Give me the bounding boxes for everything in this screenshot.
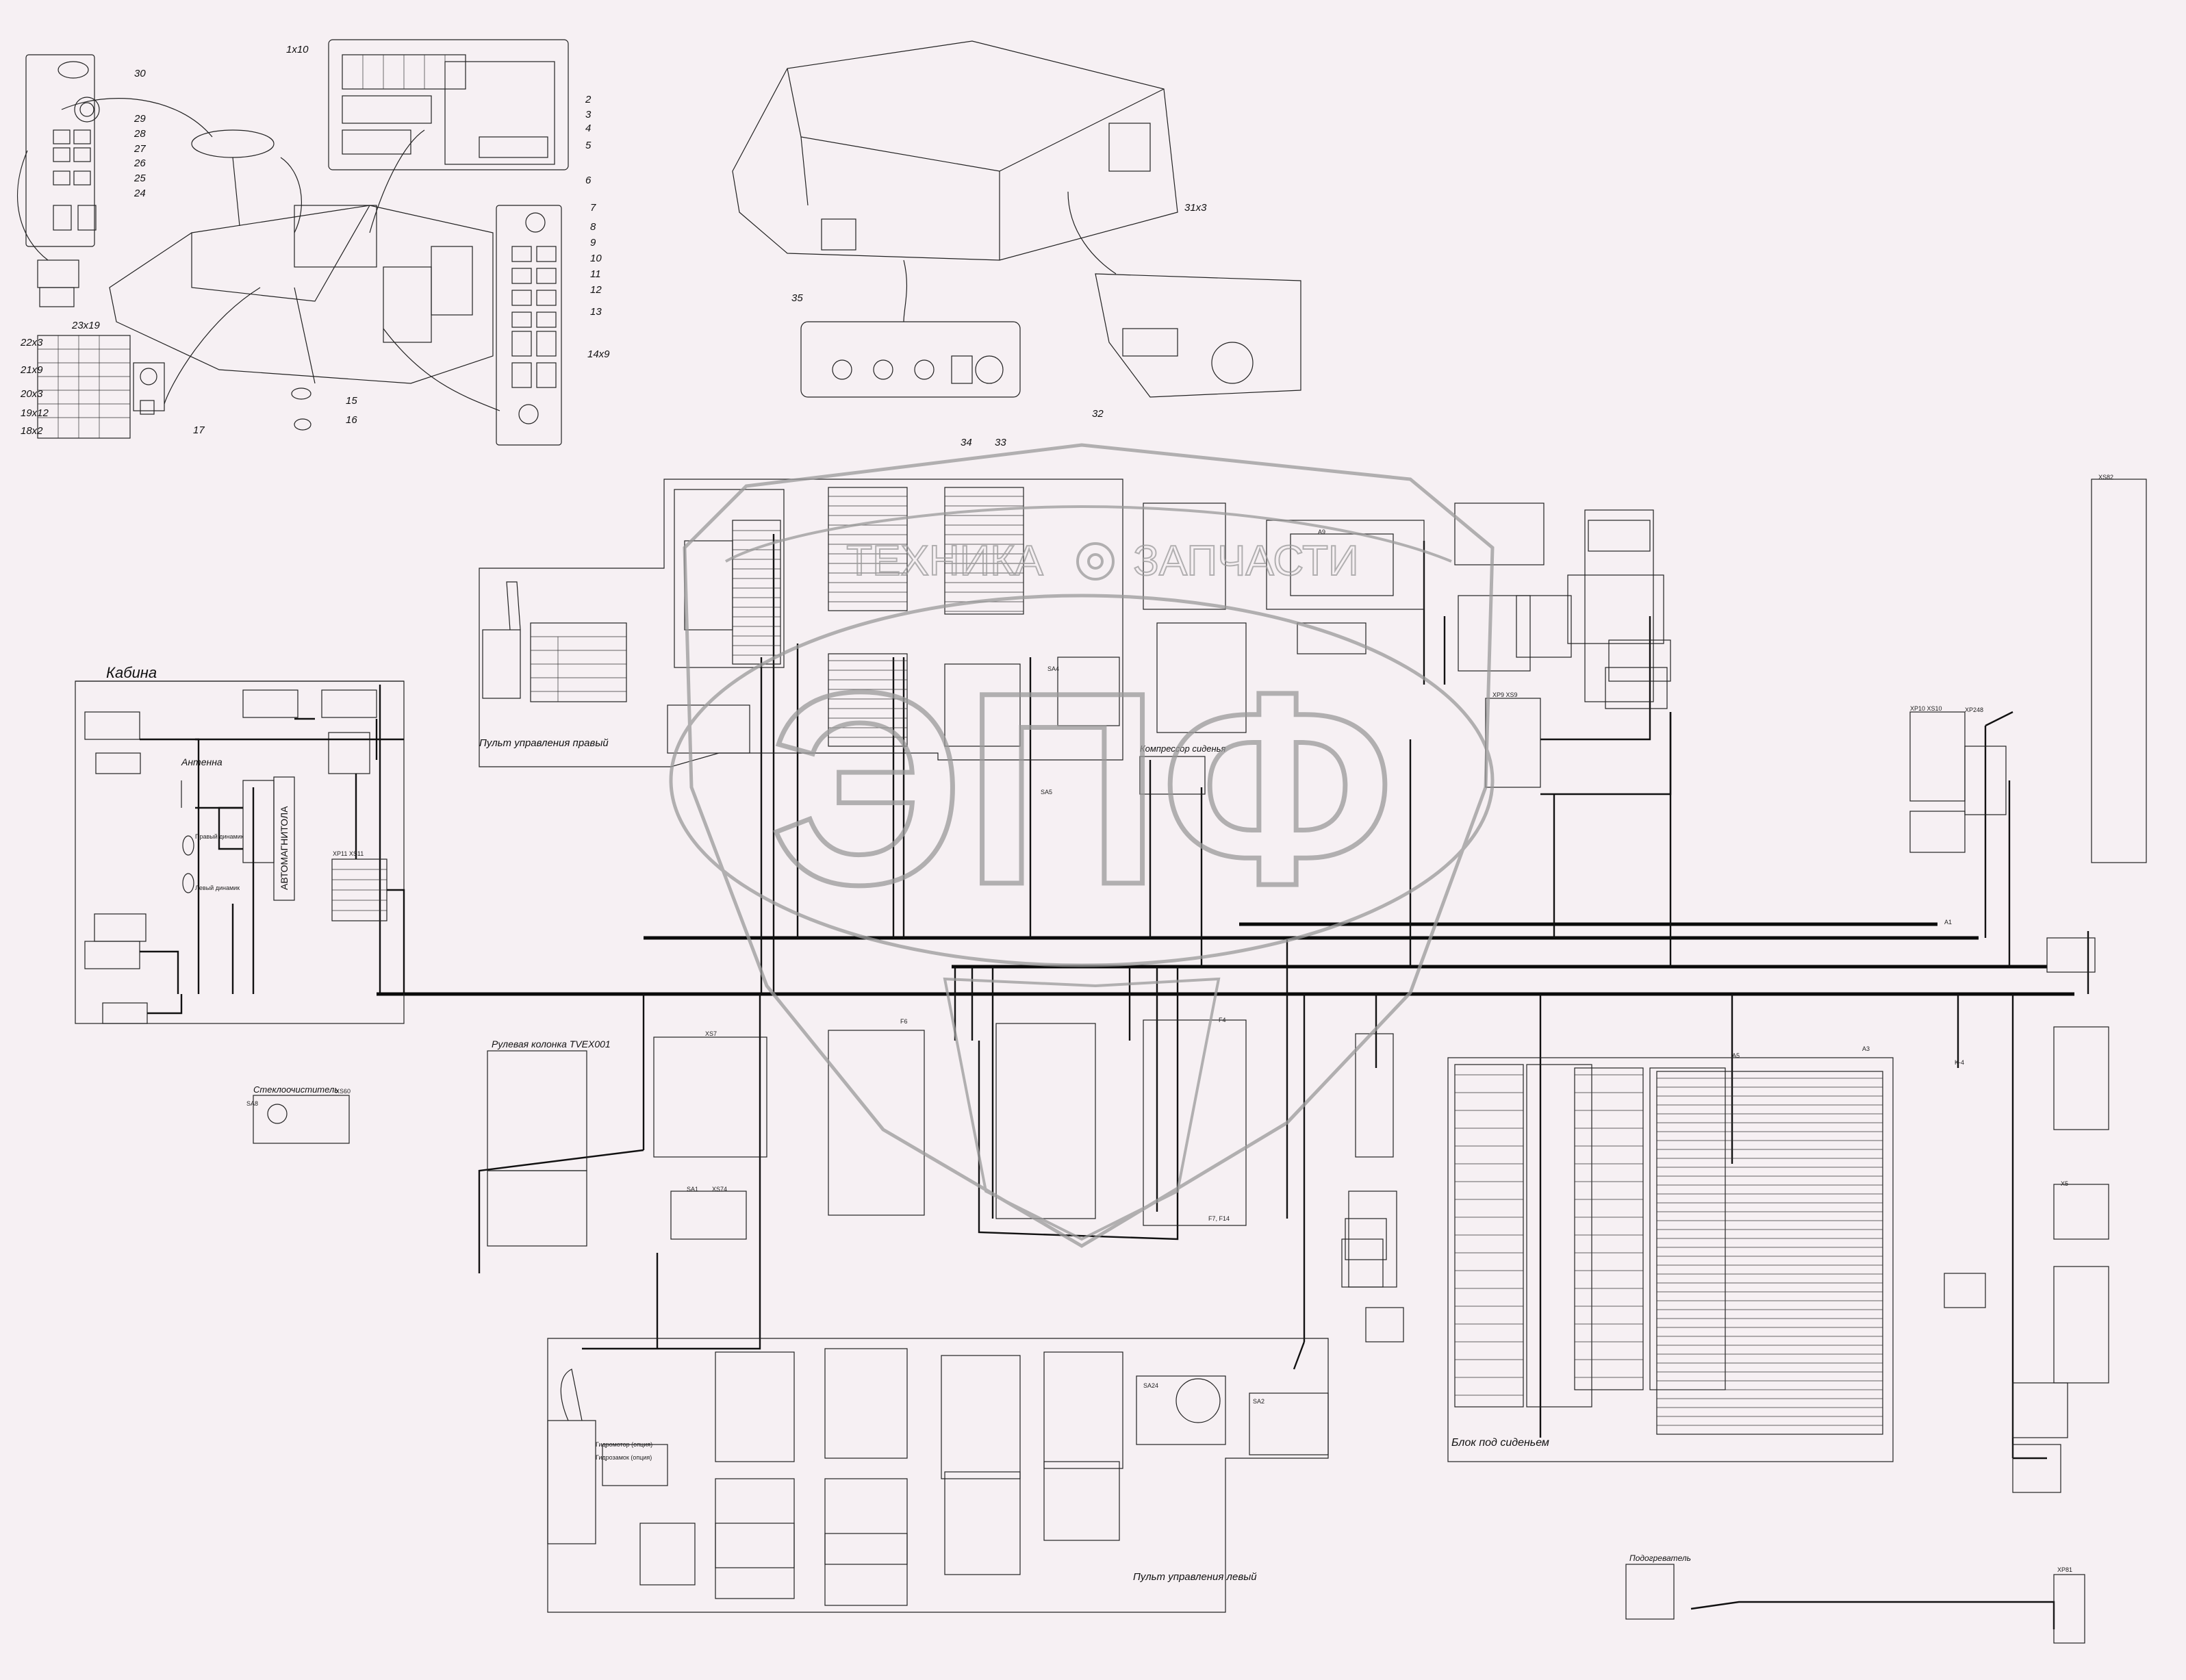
right-console-title: Пульт управления правый <box>479 737 609 749</box>
connector-label: XP11 XS11 <box>333 850 364 857</box>
watermark: ЭПФ ТЕХНИКА ЗАПЧАСТИ <box>669 443 1495 1248</box>
middle-blocks: Рулевая колонка TVEX001 Стеклоочиститель… <box>253 1017 1404 1342</box>
callout: 31x3 <box>1184 202 1207 214</box>
callout: 20x3 <box>20 388 43 400</box>
callout-numbers: 30 29 28 27 26 25 24 23x19 22x3 21x9 20x… <box>20 44 1207 448</box>
connector-label: XP248 <box>1965 707 1983 713</box>
callout: 5 <box>585 140 592 151</box>
connector-label: K-4 <box>1955 1059 1964 1066</box>
cab-floor-illustration <box>109 129 500 431</box>
connector-label: XS60 <box>335 1088 351 1095</box>
speaker-left: Левый динамик <box>195 884 240 891</box>
callout: 24 <box>134 188 146 199</box>
right-switch-panel-illustration <box>496 205 562 446</box>
callout: 18x2 <box>21 425 43 437</box>
right-console-section: Пульт управления правый <box>479 479 1123 767</box>
callout: 1x10 <box>286 44 309 55</box>
callout: 21x9 <box>20 364 43 376</box>
callout: 6 <box>585 175 592 186</box>
callout: 3 <box>585 109 592 120</box>
callout: 32 <box>1092 408 1104 420</box>
converter-label: Подогреватель <box>1629 1553 1691 1563</box>
connector-label: SA1 <box>687 1186 698 1193</box>
steering-column-title: Рулевая колонка TVEX001 <box>492 1039 611 1049</box>
connector-label: SA4 <box>1047 665 1059 672</box>
callout: 8 <box>590 221 596 233</box>
radio-label: АВТОМАГНИТОЛА <box>279 806 290 890</box>
right-column-blocks: Подогреватель XP81 K-4 <box>1625 937 2109 1644</box>
cabin-title: Кабина <box>106 664 157 681</box>
callout: 11 <box>590 268 601 280</box>
callout: 15 <box>346 395 357 407</box>
cabin-section: Кабина Антенна АВТОМАГНИТОЛА Правый дина… <box>75 664 405 1024</box>
watermark-brand: ЭПФ <box>769 635 1394 941</box>
connector-label: A9 <box>1318 529 1325 535</box>
callout: 10 <box>590 253 602 264</box>
callout: 23x19 <box>71 320 101 331</box>
connector-label: XS82 <box>2098 474 2113 481</box>
connector-label: XP9 XS9 <box>1492 691 1518 698</box>
fuse-f6: F6 <box>900 1018 908 1025</box>
callout: 34 <box>961 437 972 448</box>
callout: 9 <box>590 237 596 249</box>
top-middle-blocks: Компрессор сиденья <box>1139 479 2147 863</box>
connector-label: SA5 <box>1041 789 1052 796</box>
callout: 7 <box>590 202 596 214</box>
connector-label: XP81 <box>2057 1566 2072 1573</box>
fuse-f4: F4 <box>1219 1017 1226 1023</box>
callout: 25 <box>134 173 146 184</box>
callout: 4 <box>585 123 591 134</box>
callout: 28 <box>134 128 146 140</box>
watermark-right: ЗАПЧАСТИ <box>1133 537 1358 585</box>
callout: 12 <box>590 284 602 296</box>
antenna-label: Антенна <box>181 756 223 767</box>
callout: 14x9 <box>587 348 610 360</box>
callout: 29 <box>134 113 146 125</box>
connector-labels: XS60 XS7 XS74 XP9 XS9 XP10 XS10 XP248 XS… <box>246 474 2113 1405</box>
connector-label: A1 <box>1944 919 1952 926</box>
connector-label: SA8 <box>246 1100 258 1107</box>
callout: 26 <box>134 157 146 169</box>
connector-label: SA2 <box>1253 1398 1264 1405</box>
callout: 17 <box>193 424 205 436</box>
callout: 19x12 <box>21 407 49 419</box>
left-panel-illustration <box>17 54 213 439</box>
seat-block-title: Блок под сиденьем <box>1451 1437 1549 1449</box>
callout: 16 <box>346 414 357 426</box>
callout: 2 <box>585 94 592 105</box>
wiper-label: Стеклоочиститель <box>253 1084 339 1095</box>
callout: 13 <box>590 306 602 318</box>
callout: 33 <box>995 437 1006 448</box>
fuse-f7f14: F7, F14 <box>1208 1215 1230 1222</box>
gear-icon <box>1076 542 1115 581</box>
connector-label: XP10 XS10 <box>1910 705 1942 712</box>
connector-label: X5 <box>2061 1180 2068 1187</box>
seat-block-section: Блок под сиденьем <box>1447 1057 1894 1462</box>
connector-label: A3 <box>1862 1045 1870 1052</box>
connector-label: SA24 <box>1143 1382 1158 1389</box>
connector-label: XS7 <box>705 1030 717 1037</box>
connector-label: XS74 <box>712 1186 727 1193</box>
fuse-relay-board-illustration <box>328 39 569 170</box>
callout: 30 <box>134 68 146 79</box>
callout: 35 <box>791 292 803 304</box>
watermark-left: ТЕХНИКА <box>846 537 1043 585</box>
connector-label: A5 <box>1732 1052 1740 1059</box>
hydrolock-label: Гидрозамок (опция) <box>596 1454 652 1461</box>
callout: 22x3 <box>20 337 43 348</box>
hydraulic-label: Гидромотор (опция) <box>596 1441 652 1448</box>
callout: 27 <box>134 143 146 155</box>
cab-roof-illustration <box>732 40 1301 398</box>
left-console-title: Пульт управления левый <box>1133 1571 1257 1583</box>
compressor-label: Компрессор сиденья <box>1140 743 1225 754</box>
left-console-section: Пульт управления левый Гидромотор (опция… <box>547 1338 1329 1613</box>
